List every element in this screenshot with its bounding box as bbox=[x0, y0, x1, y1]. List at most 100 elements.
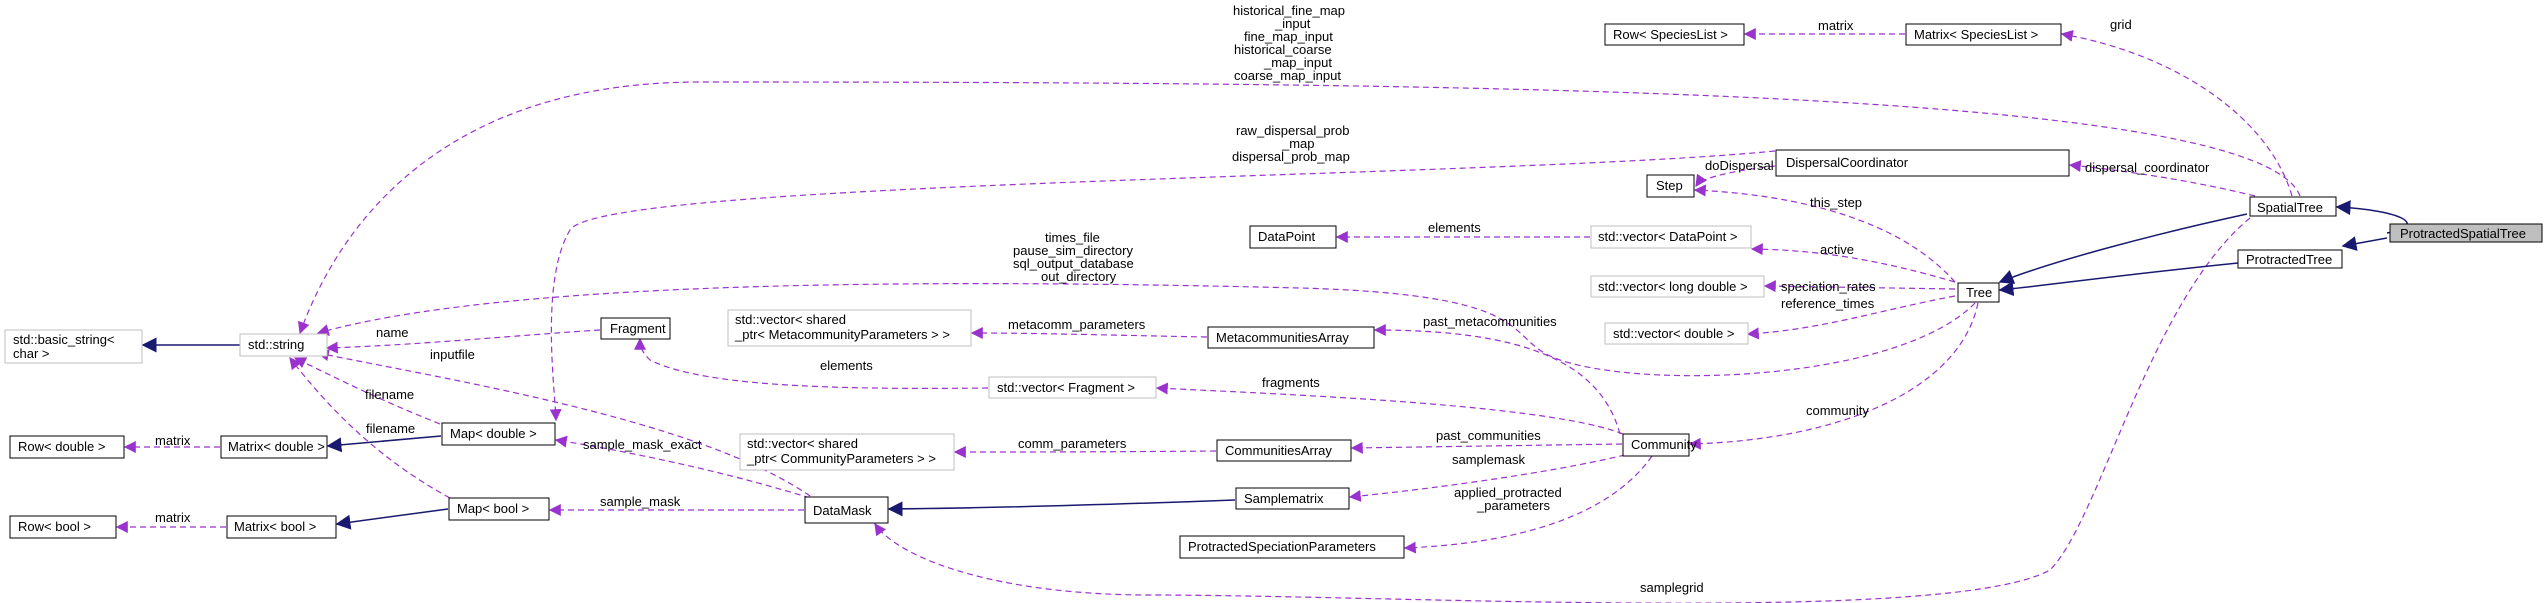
edge-label-sample-mask: sample_mask bbox=[600, 494, 681, 509]
edge-label-dispersal-coordinator: dispersal_coordinator bbox=[2085, 160, 2210, 175]
node-matrix-bool[interactable]: Matrix< bool > bbox=[226, 515, 337, 539]
edge-vector-fragment-elements bbox=[634, 337, 989, 389]
edge-label-reference-times: reference_times bbox=[1781, 296, 1875, 311]
svg-text:Step: Step bbox=[1656, 178, 1683, 193]
edge-spatialtree-samplegrid bbox=[874, 217, 2251, 603]
edge-label-metacomm-parameters: metacomm_parameters bbox=[1008, 317, 1146, 332]
svg-text:std::vector< shared: std::vector< shared bbox=[747, 436, 858, 451]
edge-spatialtree-map-inputs bbox=[298, 81, 2301, 335]
edge-label-dodispersal: doDispersal bbox=[1705, 158, 1774, 173]
edge-label-community: community bbox=[1806, 403, 1869, 418]
node-vector-fragment[interactable]: std::vector< Fragment > bbox=[988, 376, 1157, 399]
node-fragment[interactable]: Fragment bbox=[600, 317, 671, 340]
node-vector-metacommunityparameters[interactable]: std::vector< shared _ptr< MetacommunityP… bbox=[727, 309, 972, 347]
edge-community-applied-protracted bbox=[1403, 455, 1653, 554]
svg-text:Samplematrix: Samplematrix bbox=[1244, 491, 1324, 506]
edge-label-historical-coarse: historical_coarse bbox=[1234, 42, 1332, 57]
svg-text:Map< bool >: Map< bool > bbox=[457, 501, 529, 516]
edge-label-parameters: _parameters bbox=[1476, 498, 1550, 513]
node-communitiesarray[interactable]: CommunitiesArray bbox=[1216, 439, 1352, 462]
node-map-bool[interactable]: Map< bool > bbox=[448, 497, 550, 521]
node-community[interactable]: Community bbox=[1622, 433, 1697, 457]
node-tree[interactable]: Tree bbox=[1957, 282, 2000, 303]
node-vector-double[interactable]: std::vector< double > bbox=[1604, 322, 1749, 345]
svg-text:SpatialTree: SpatialTree bbox=[2257, 200, 2323, 215]
svg-text:Matrix< SpeciesList >: Matrix< SpeciesList > bbox=[1914, 27, 2038, 42]
node-datamask[interactable]: DataMask bbox=[804, 496, 889, 524]
edge-map-bool-filename bbox=[289, 357, 451, 499]
edge-inherit-map-double-matrix-double bbox=[326, 435, 442, 453]
svg-text:DataMask: DataMask bbox=[813, 503, 872, 518]
node-std-string[interactable]: std::string bbox=[239, 333, 328, 357]
node-vector-longdouble[interactable]: std::vector< long double > bbox=[1590, 275, 1765, 298]
svg-text:ProtractedSpatialTree: ProtractedSpatialTree bbox=[2400, 226, 2526, 241]
edge-label-sql-output-database: sql_output_database bbox=[1013, 256, 1134, 271]
node-spatialtree[interactable]: SpatialTree bbox=[2249, 196, 2337, 217]
edge-label-this-step: this_step bbox=[1810, 195, 1862, 210]
edge-fragment-name bbox=[325, 329, 601, 354]
edge-label-filename-bool: filename bbox=[366, 421, 415, 436]
node-protractedspeciationparameters[interactable]: ProtractedSpeciationParameters bbox=[1179, 535, 1405, 559]
edge-label-out-directory: out_directory bbox=[1041, 269, 1117, 284]
edge-dispersalcoordinator-prob-maps bbox=[549, 150, 1776, 422]
node-row-specieslist[interactable]: Row< SpeciesList > bbox=[1604, 23, 1745, 46]
svg-text:std::string: std::string bbox=[248, 337, 304, 352]
edge-label-pause-sim-directory: pause_sim_directory bbox=[1013, 243, 1133, 258]
node-datapoint[interactable]: DataPoint bbox=[1249, 225, 1337, 249]
node-vector-communityparameters[interactable]: std::vector< shared _ptr< CommunityParam… bbox=[739, 433, 955, 471]
node-basicstring[interactable]: std::basic_string< char > bbox=[4, 329, 143, 364]
edge-label-grid: grid bbox=[2110, 17, 2132, 32]
edge-datamask-sample-mask-exact bbox=[554, 435, 811, 499]
edge-label-applied-protracted: applied_protracted bbox=[1454, 485, 1562, 500]
node-matrix-double[interactable]: Matrix< double > bbox=[220, 435, 328, 459]
edge-label-matrix-specieslist: matrix bbox=[1818, 18, 1854, 33]
edge-tree-this-step bbox=[1693, 184, 1956, 283]
edge-communitiesarray-comm-parameters bbox=[953, 445, 1217, 458]
edge-dispersalcoordinator-dodispersal bbox=[1695, 165, 1776, 187]
svg-text:std::basic_string<: std::basic_string< bbox=[13, 332, 115, 347]
edge-label-inputfile: inputfile bbox=[430, 347, 475, 362]
edge-inherit-map-bool-matrix-bool bbox=[335, 508, 449, 530]
svg-text:std::vector< double >: std::vector< double > bbox=[1613, 326, 1734, 341]
edge-spatialtree-dispersal-coordinator bbox=[2068, 160, 2256, 197]
node-metacommunitiesarray[interactable]: MetacommunitiesArray bbox=[1207, 326, 1375, 349]
svg-text:Tree: Tree bbox=[1966, 285, 1992, 300]
edge-label-past-metacommunities: past_metacommunities bbox=[1423, 314, 1557, 329]
svg-text:_ptr< MetacommunityParameters: _ptr< MetacommunityParameters > > bbox=[734, 327, 950, 342]
edge-inherit-spatialtree-tree bbox=[1998, 213, 2248, 284]
node-protractedtree[interactable]: ProtractedTree bbox=[2237, 249, 2343, 269]
node-row-double[interactable]: Row< double > bbox=[9, 435, 125, 459]
edge-label-matrix-bool: matrix bbox=[155, 510, 191, 525]
svg-text:CommunitiesArray: CommunitiesArray bbox=[1225, 443, 1332, 458]
edge-tree-active bbox=[1750, 243, 1956, 283]
edge-tree-reference-times bbox=[1746, 295, 1956, 340]
edge-community-fragments bbox=[1155, 382, 1624, 435]
node-dispersalcoordinator[interactable]: DispersalCoordinator bbox=[1775, 149, 2070, 177]
node-row-bool[interactable]: Row< bool > bbox=[9, 515, 117, 539]
edge-label-dispersal-prob-map: dispersal_prob_map bbox=[1232, 149, 1350, 164]
edge-label-matrix-double: matrix bbox=[155, 433, 191, 448]
edge-label-name: name bbox=[376, 325, 409, 340]
edge-metacommunitiesarray-parameters bbox=[970, 327, 1208, 340]
svg-text:MetacommunitiesArray: MetacommunitiesArray bbox=[1216, 330, 1349, 345]
edge-community-past-metacommunities bbox=[1373, 324, 1621, 435]
edge-label-fragments: fragments bbox=[1262, 375, 1320, 390]
edge-tree-string-files bbox=[316, 283, 1976, 377]
node-step[interactable]: Step bbox=[1646, 174, 1695, 198]
node-matrix-specieslist[interactable]: Matrix< SpeciesList > bbox=[1905, 23, 2062, 46]
svg-text:Matrix< double >: Matrix< double > bbox=[228, 439, 325, 454]
svg-text:Row< SpeciesList >: Row< SpeciesList > bbox=[1613, 27, 1728, 42]
edge-label-comm-parameters: comm_parameters bbox=[1018, 436, 1127, 451]
edge-label-elements-datapoint: elements bbox=[1428, 220, 1481, 235]
svg-text:ProtractedTree: ProtractedTree bbox=[2246, 252, 2332, 267]
edge-inherit-samplematrix-datamask bbox=[887, 499, 1236, 517]
edge-label-historical-fine-map: historical_fine_map bbox=[1233, 3, 1345, 18]
edge-label-elements-fragment: elements bbox=[820, 358, 873, 373]
svg-text:Community: Community bbox=[1631, 437, 1697, 452]
node-map-double[interactable]: Map< double > bbox=[441, 422, 556, 446]
node-samplematrix[interactable]: Samplematrix bbox=[1235, 487, 1350, 510]
node-vector-datapoint[interactable]: std::vector< DataPoint > bbox=[1590, 225, 1752, 249]
node-protractedspatialtree[interactable]: ProtractedSpatialTree bbox=[2389, 223, 2543, 243]
